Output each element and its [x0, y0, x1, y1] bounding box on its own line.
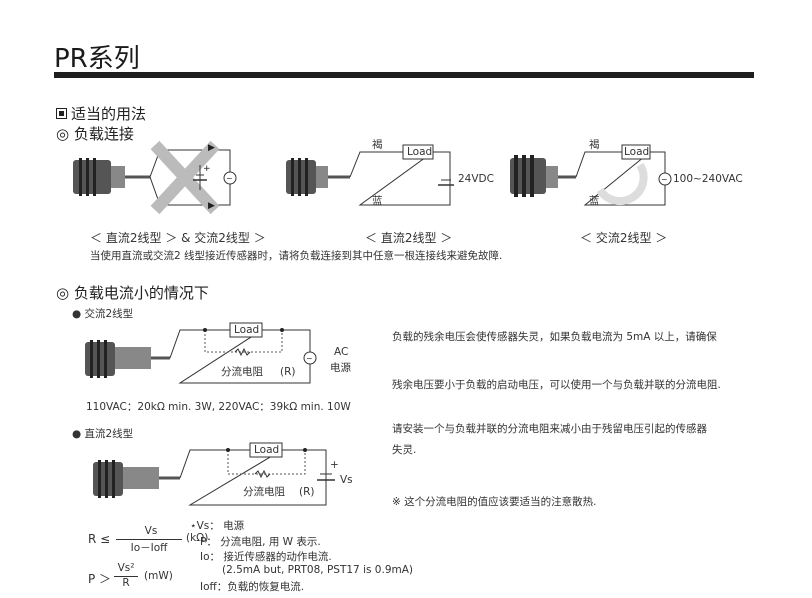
svg-text:~: ~ [226, 174, 233, 183]
blue-wire-label-2: 蓝 [589, 195, 600, 207]
ac-r-label: (R) [280, 366, 296, 378]
dc-vs-label: Vs [340, 474, 353, 486]
caption-ac: 交流2线型 ＞ [194, 231, 266, 245]
svg-text:▶: ▶ [208, 143, 215, 153]
brown-wire-label: 褐 [372, 139, 383, 151]
svg-text:▶: ▶ [208, 201, 215, 211]
formula-p-numerator: Vs² [117, 562, 135, 574]
dc-plus-label: + [330, 459, 339, 471]
dc-shunt-diagram [93, 442, 335, 506]
dc-connection-diagram [349, 144, 454, 206]
legend-vs: ⋆Vs： 电源 [190, 520, 245, 532]
caption-dc: ＜ 直流2线型 ＞ [90, 231, 178, 245]
ac-label: AC [334, 346, 349, 358]
dc-title-text: 直流2线型 [84, 428, 134, 440]
sensor-icon [73, 158, 150, 196]
svg-text:+: + [203, 164, 211, 174]
dc-shunt-label: 分流电阻 [243, 486, 285, 498]
ac-shunt-label: 分流电阻 [221, 366, 263, 378]
load-label: Load [407, 146, 433, 158]
caption-dc-ac: ＜ 直流2线型 ＞ & 交流2线型 ＞ [90, 229, 266, 246]
wrong-connection-diagram: + ~ ▶ ▶ [149, 140, 237, 215]
explain-para-3b: 失灵. [392, 444, 417, 456]
subheading-text: 负载连接 [73, 125, 134, 143]
ac-type-title: ● 交流2线型 [72, 308, 134, 320]
page-title: PR系列 [54, 44, 140, 74]
square-bullet-icon [56, 108, 67, 119]
ac-supply-label: 100~240VAC [673, 173, 743, 185]
legend-io: Io： 接近传感器的动作电流. [200, 551, 332, 563]
caption-dc-2: ＜ 直流2线型 ＞ [365, 231, 453, 245]
ac-spec: 110VAC：20kΩ min. 3W, 220VAC：39kΩ min. 10… [86, 401, 351, 413]
legend-p: P： 分流电阻, 用 W 表示. [200, 536, 321, 548]
ac-title-text: 交流2线型 [84, 308, 134, 320]
brown-wire-label-2: 褐 [589, 139, 600, 151]
formula-p-unit: (mW) [144, 570, 173, 582]
dc-type-title: ● 直流2线型 [72, 428, 134, 440]
load-label-2: Load [624, 146, 650, 158]
formula-r-denominator: Io－Ioff [130, 542, 168, 554]
title-rule [54, 72, 754, 78]
dc-supply-label: 24VDC [458, 173, 494, 185]
section2-heading-text: 负载电流小的情况下 [73, 284, 209, 302]
explain-note: ※ 这个分流电阻的值应该要适当的注意散热. [392, 496, 597, 508]
explain-para-2: 残余电压要小于负载的启动电压，可以使用一个与负载并联的分流电阻. [392, 379, 721, 391]
circle-bullet-icon-2: ◎ [56, 284, 70, 302]
section-heading-small-current: ◎ 负载电流小的情况下 [56, 282, 209, 303]
subheading-load-connection: ◎ 负载连接 [56, 123, 134, 144]
legend-ioff: Ioff：负载的恢复电流. [200, 581, 305, 593]
blue-wire-label: 蓝 [372, 195, 383, 207]
circle-bullet-icon: ◎ [56, 125, 70, 143]
formula-r-numerator: Vs [144, 525, 158, 537]
dc-r-label: (R) [299, 486, 315, 498]
section-heading-usage: 适当的用法 [56, 103, 146, 124]
formula-p-fraction-bar [114, 576, 138, 577]
formula-r-fraction-bar [116, 539, 182, 540]
formula-r-lhs: R ≤ [88, 532, 111, 546]
formula-r-unit: (kΩ) [186, 532, 209, 544]
legend-io-note: (2.5mA but, PRT08, PST17 is 0.9mA) [222, 564, 414, 576]
ac-power-label: 电源 [330, 362, 351, 374]
dc-load-label: Load [254, 444, 280, 456]
connection-note: 当使用直流或交流2 线型接近传感器时，请将负载连接到其中任意一根连接线来避免故障… [90, 250, 503, 262]
svg-text:~: ~ [306, 354, 313, 363]
ac-load-label: Load [234, 324, 260, 336]
formula-p-denominator: R [122, 577, 130, 589]
ac-shunt-diagram: ~ [85, 322, 317, 384]
caption-amp: & [181, 231, 191, 245]
formula-p-lhs: P ＞ [88, 572, 112, 586]
explain-para-3a: 请安装一个与负载并联的分流电阻来减小由于残留电压引起的传感器 [392, 423, 707, 435]
section-heading-text: 适当的用法 [71, 105, 147, 123]
sensor-icon-3 [510, 155, 576, 197]
ac-connection-diagram: ~ [575, 144, 672, 206]
caption-ac-2: ＜ 交流2线型 ＞ [580, 231, 668, 245]
sensor-icon-2 [286, 158, 350, 196]
svg-text:~: ~ [661, 175, 668, 184]
explain-para-1: 负载的残余电压会使传感器失灵，如果负载电流为 5mA 以上，请确保 [392, 331, 717, 343]
